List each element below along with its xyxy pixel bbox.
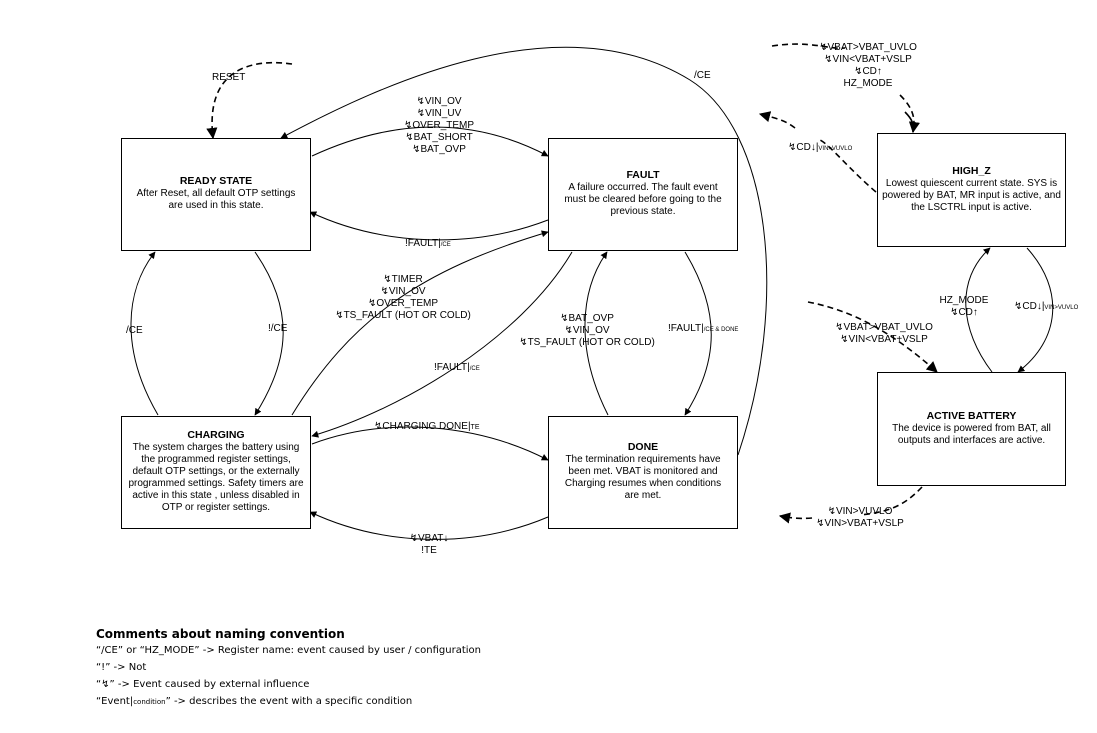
active-to-highz-label: HZ_MODE ↯CD↑	[939, 295, 989, 318]
highz-entry-label: ↯VBAT>VBAT_UVLO ↯VIN<VBAT+VSLP ↯CD↑ HZ_M…	[819, 42, 917, 89]
reset-arrow	[206, 61, 293, 140]
fault-state-box: FAULT A failure occurred. The fault even…	[548, 138, 738, 251]
notes-line-3: “↯” -> Event caused by external influenc…	[96, 679, 310, 690]
fault-exit-done-label: !FAULT|/CE & DONE	[668, 323, 739, 334]
charging-done-label: ↯CHARGING DONE|TE	[374, 421, 480, 432]
active-exit-label: ↯VIN>VUVLO ↯VIN>VBAT+VSLP	[816, 506, 904, 529]
highz-to-active-arrow	[1017, 247, 1054, 373]
fault-exit-ready-label: !FAULT|/CE	[405, 238, 451, 249]
ready-to-charging-arrow	[254, 251, 284, 416]
done-to-fault-arrow	[584, 251, 609, 416]
highz-exit-arrow	[760, 114, 877, 193]
notes-line-2: “!” -> Not	[96, 662, 147, 673]
naming-convention-notes: Comments about naming convention “/CE” o…	[96, 626, 481, 711]
ready-state-box: READY STATE After Reset, all default OTP…	[121, 138, 311, 251]
charging-state-title: CHARGING	[187, 429, 245, 441]
ready-state-body: After Reset, all default OTP settings ar…	[136, 188, 296, 211]
vbat-recharge-label: ↯VBAT↓ !TE	[409, 533, 449, 556]
charging-state-body: The system charges the battery using the…	[128, 442, 304, 513]
highz-state-box: HIGH_Z Lowest quiescent current state. S…	[877, 133, 1066, 247]
ready-state-title: READY STATE	[179, 175, 253, 187]
fault-to-done-arrow	[684, 251, 712, 416]
done-state-body: The termination requirements have been m…	[564, 454, 722, 501]
done-to-ready-ce-arrow	[280, 46, 768, 456]
not-ce-label: !/CE	[268, 323, 288, 334]
fault-to-charging-arrow	[311, 251, 573, 438]
fault-to-ready-arrow	[309, 211, 549, 241]
fault-exit-charging-label: !FAULT|/CE	[434, 362, 480, 373]
reset-label: RESET	[212, 72, 246, 83]
notes-heading: Comments about naming convention	[96, 627, 345, 641]
done-to-charging-arrow	[309, 511, 549, 540]
active-exit-arrow	[780, 486, 923, 518]
done-fault-label: ↯BAT_OVP ↯VIN_OV ↯TS_FAULT (HOT OR COLD)	[519, 313, 655, 348]
charging-to-done-arrow	[311, 426, 549, 461]
done-state-box: DONE The termination requirements have b…	[548, 416, 738, 529]
notes-line-4: “Event|condition” -> describes the event…	[96, 696, 413, 707]
fault-state-body: A failure occurred. The fault event must…	[564, 182, 722, 217]
active-battery-state-title: ACTIVE BATTERY	[926, 410, 1017, 422]
ce-top-label: /CE	[694, 70, 711, 81]
active-entry-label: ↯VBAT>VBAT_UVLO ↯VIN<VBAT+VSLP	[835, 322, 933, 345]
charging-state-box: CHARGING The system charges the battery …	[121, 416, 311, 529]
active-entry-arrow	[807, 301, 938, 373]
ready-to-fault-arrow	[311, 126, 549, 157]
highz-entry-arrow	[771, 43, 915, 133]
done-state-title: DONE	[627, 441, 659, 453]
highz-state-body: Lowest quiescent current state. SYS is p…	[882, 178, 1061, 213]
ce-left-label: /CE	[126, 325, 143, 336]
highz-state-title: HIGH_Z	[952, 165, 991, 177]
charging-to-fault-arrow	[291, 230, 549, 416]
fault-entry-label: ↯VIN_OV ↯VIN_UV ↯OVER_TEMP ↯BAT_SHORT ↯B…	[403, 96, 475, 155]
active-battery-state-box: ACTIVE BATTERY The device is powered fro…	[877, 372, 1066, 486]
charging-fault-label: ↯TIMER ↯VIN_OV ↯OVER_TEMP ↯TS_FAULT (HOT…	[335, 274, 471, 321]
active-battery-state-body: The device is powered from BAT, all outp…	[892, 423, 1051, 446]
active-to-highz-arrow	[965, 247, 993, 373]
highz-to-active-label: ↯CD↓|VIN>VUVLO	[1014, 301, 1079, 312]
fault-state-title: FAULT	[626, 169, 660, 181]
highz-exit-label: ↯CD↓|VIN>VUVLO	[788, 142, 853, 153]
charging-to-ready-arrow	[130, 251, 159, 416]
notes-line-1: “/CE” or “HZ_MODE” -> Register name: eve…	[96, 645, 481, 656]
